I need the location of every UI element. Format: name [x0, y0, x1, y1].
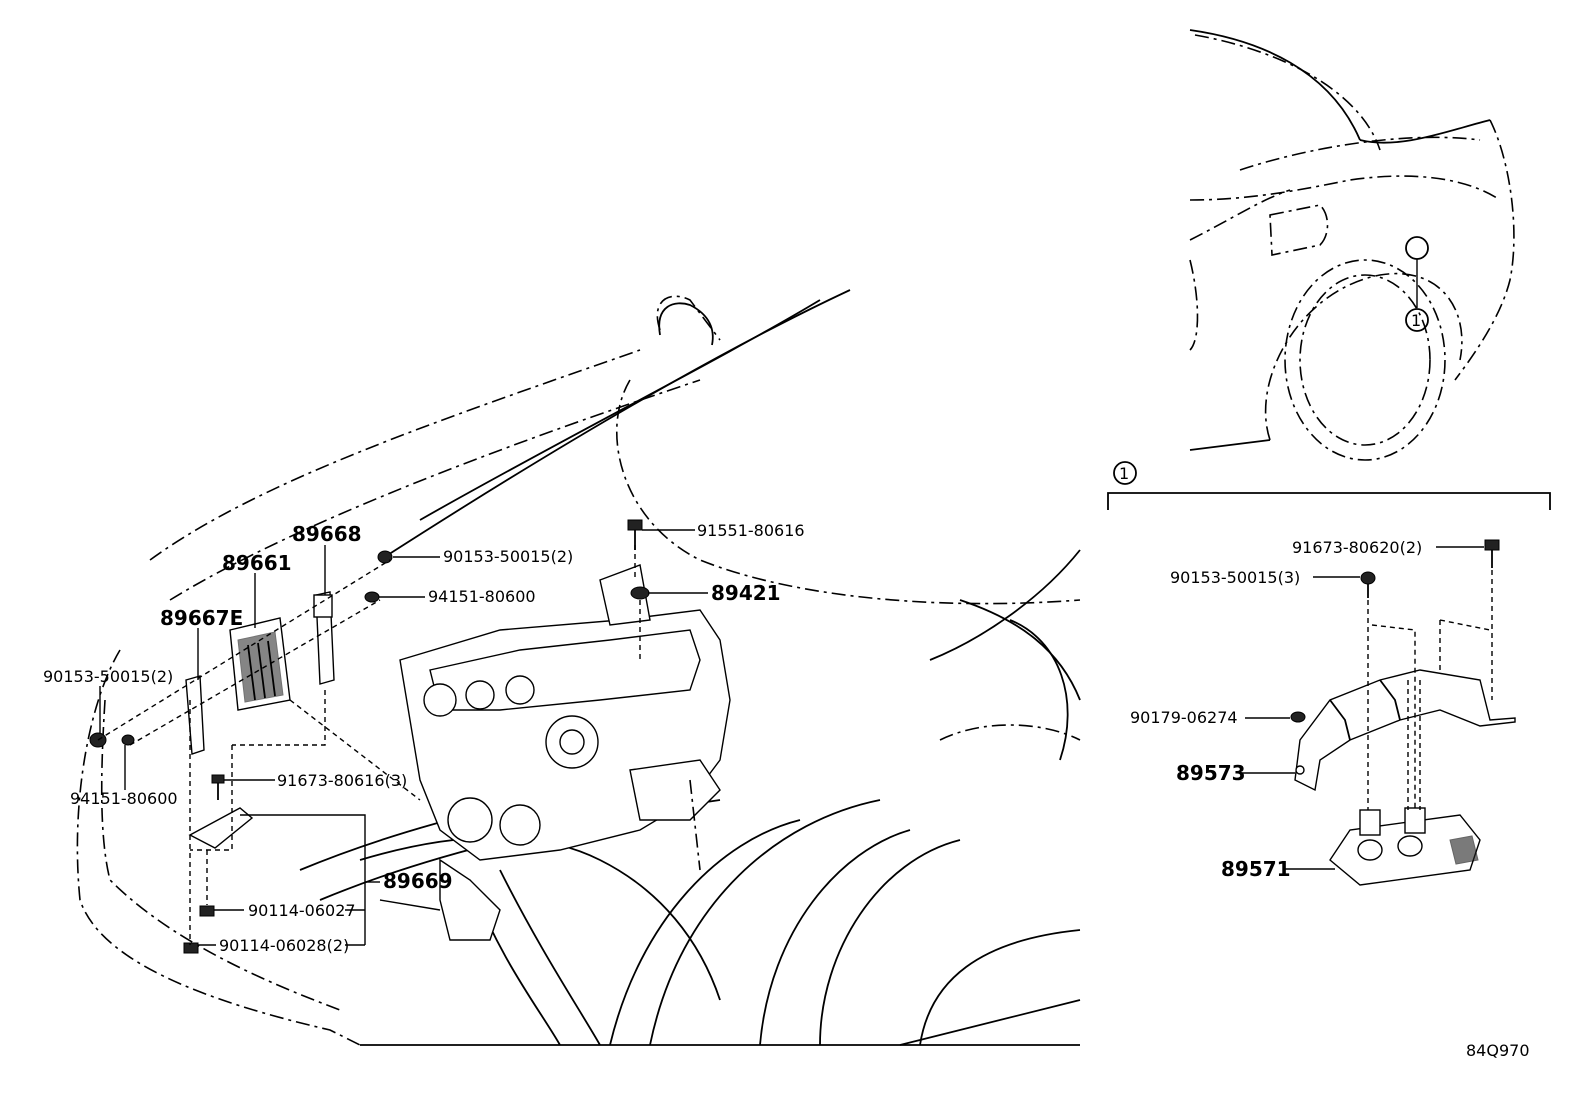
nut-icon-90179-06274 [1290, 711, 1306, 723]
label-90179-06274: 90179-06274 [1130, 708, 1238, 727]
module-89571 [1329, 807, 1481, 886]
sensor-89668 [313, 591, 335, 685]
label-89668: 89668 [292, 522, 362, 546]
label-91673-80620-2: 91673-80620(2) [1292, 538, 1422, 557]
label-89667E: 89667E [160, 606, 243, 630]
callout-group-1: 1 [1107, 461, 1551, 510]
callout-number: 1 [1119, 464, 1129, 483]
assembly-guide-lines [97, 545, 636, 945]
label-89661: 89661 [222, 551, 292, 575]
label-90153-50015-2a: 90153-50015(2) [443, 547, 573, 566]
label-89573: 89573 [1176, 761, 1246, 785]
nut-icon-89421 [630, 586, 650, 660]
inset-rear-quarter: 1 [1189, 29, 1515, 461]
screw-icon-90153-50015-a [377, 550, 393, 564]
bracket-89667E [185, 675, 205, 755]
bolt-icon-91673-80616 [211, 774, 225, 800]
bolt-icon-90114-06028 [183, 942, 199, 954]
callout-guide-lines [1367, 570, 1493, 810]
label-94151-80600-b: 94151-80600 [70, 789, 178, 808]
engine-assembly [399, 564, 731, 941]
leader-lines-callout [1240, 546, 1484, 870]
screw-icon-90153-50015-c [1360, 571, 1376, 598]
label-90114-06027: 90114-06027 [248, 901, 356, 920]
label-89669: 89669 [383, 869, 453, 893]
label-89421: 89421 [711, 581, 781, 605]
label-90153-50015-3: 90153-50015(3) [1170, 568, 1300, 587]
bracket-89573 [1294, 669, 1516, 792]
label-94151-80600-a: 94151-80600 [428, 587, 536, 606]
label-89571: 89571 [1221, 857, 1291, 881]
bracket-89669 [188, 807, 254, 849]
ecu-module-89661 [229, 617, 291, 711]
leader-lines-main [99, 529, 708, 946]
label-91551-80616: 91551-80616 [697, 521, 805, 540]
bolt-icon-91673-80620 [1484, 539, 1500, 568]
bolt-icon-90114-06027 [199, 905, 215, 917]
inset-callout-number: 1 [1411, 311, 1421, 330]
label-90153-50015-2b: 90153-50015(2) [43, 667, 173, 686]
nut-icon-94151-80600-b [121, 734, 135, 746]
nut-icon-94151-80600-a [364, 591, 380, 603]
label-90114-06028-2: 90114-06028(2) [219, 936, 349, 955]
diagram-code: 84Q970 [1466, 1041, 1530, 1060]
label-91673-80616-3: 91673-80616(3) [277, 771, 407, 790]
